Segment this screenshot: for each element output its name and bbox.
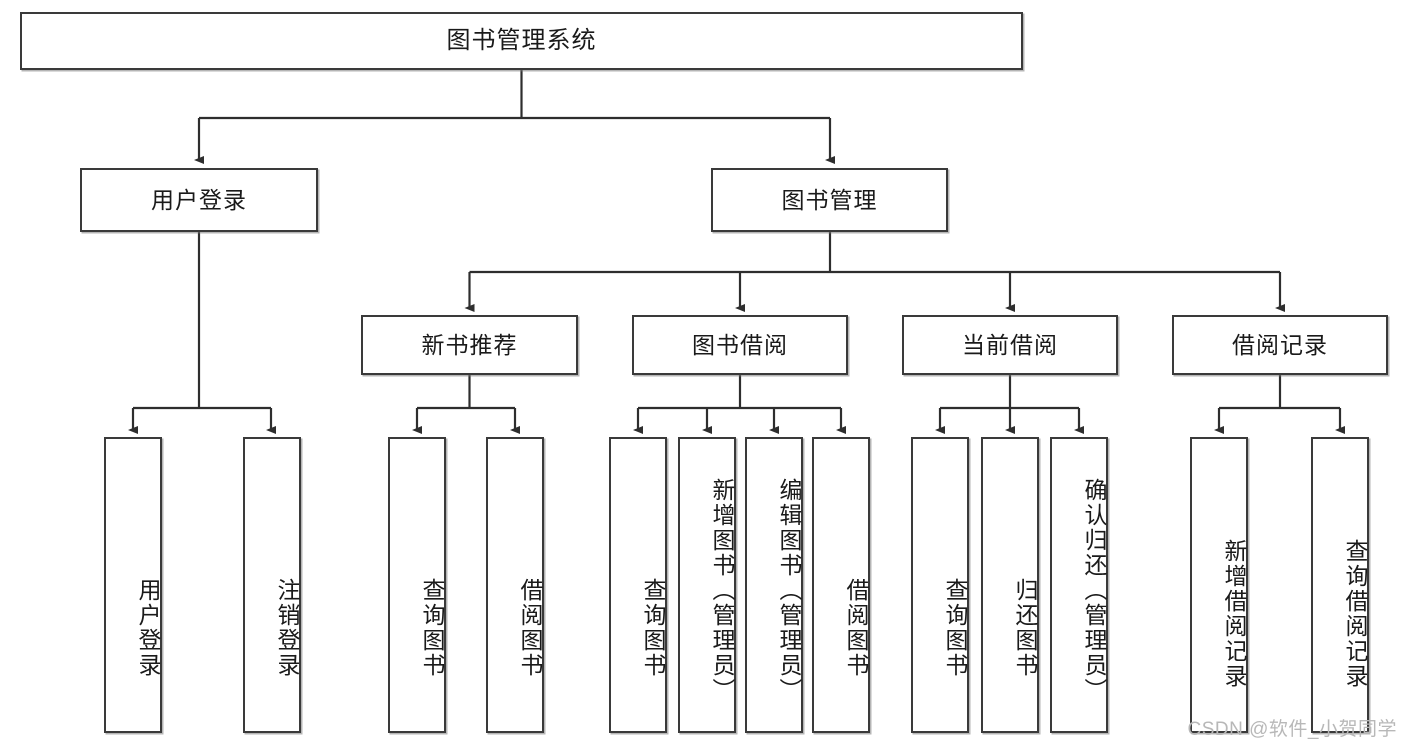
node-label: 用户登录 (151, 186, 247, 213)
node-label: 查询图书 (640, 578, 666, 678)
node-label: 新增借阅记录 (1221, 539, 1247, 689)
leaf-borrow-book[interactable]: 借阅图书 (812, 437, 870, 733)
node-current-borrow[interactable]: 当前借阅 (902, 315, 1118, 375)
node-label: 编辑图书（管理员） (776, 477, 802, 703)
node-label: 归还图书 (1012, 578, 1038, 678)
node-root-system[interactable]: 图书管理系统 (20, 12, 1023, 70)
leaf-user-login[interactable]: 用户登录 (104, 437, 162, 733)
leaf-confirm-return-admin[interactable]: 确认归还（管理员） (1050, 437, 1108, 733)
node-label: 借阅记录 (1232, 331, 1328, 358)
node-label: 图书管理 (781, 186, 878, 213)
node-label: 用户登录 (135, 578, 161, 678)
leaf-edit-book-admin[interactable]: 编辑图书（管理员） (745, 437, 803, 733)
node-label: 当前借阅 (962, 331, 1058, 358)
node-label: 借阅图书 (517, 578, 543, 678)
node-label: 查询图书 (419, 578, 445, 678)
leaf-query-borrow-record[interactable]: 查询借阅记录 (1311, 437, 1369, 733)
node-label: 查询借阅记录 (1342, 539, 1368, 689)
node-label: 图书管理系统 (446, 27, 597, 55)
node-label: 查询图书 (942, 578, 968, 678)
leaf-add-borrow-record[interactable]: 新增借阅记录 (1190, 437, 1248, 733)
node-book-borrow[interactable]: 图书借阅 (632, 315, 848, 375)
node-book-manage[interactable]: 图书管理 (711, 168, 948, 232)
node-label: 新增图书（管理员） (709, 477, 735, 703)
leaf-borrow-book-recommend[interactable]: 借阅图书 (486, 437, 544, 733)
csdn-watermark: CSDN @软件_小贺同学 (1187, 719, 1397, 740)
leaf-user-logout[interactable]: 注销登录 (243, 437, 301, 733)
leaf-query-book-current[interactable]: 查询图书 (911, 437, 969, 733)
node-new-book-recommend[interactable]: 新书推荐 (361, 315, 578, 375)
leaf-query-book-recommend[interactable]: 查询图书 (388, 437, 446, 733)
node-label: 确认归还（管理员） (1081, 477, 1107, 703)
node-label: 借阅图书 (843, 578, 869, 678)
node-label: 图书借阅 (692, 331, 788, 358)
node-borrow-record[interactable]: 借阅记录 (1172, 315, 1388, 375)
node-label: 注销登录 (274, 578, 300, 678)
leaf-return-book[interactable]: 归还图书 (981, 437, 1039, 733)
leaf-add-book-admin[interactable]: 新增图书（管理员） (678, 437, 736, 733)
node-label: 新书推荐 (421, 331, 518, 358)
node-user-login[interactable]: 用户登录 (80, 168, 318, 232)
leaf-query-book[interactable]: 查询图书 (609, 437, 667, 733)
